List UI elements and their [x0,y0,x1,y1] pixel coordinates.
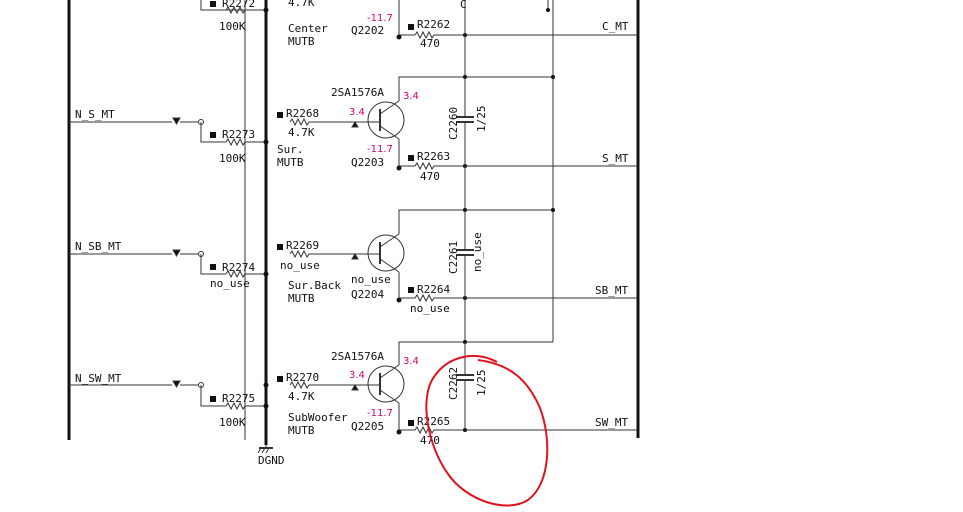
input-net-2: N_S_MT [75,108,115,121]
pulldown-val-3: no_use [210,277,250,290]
ground-label: DGND [258,454,285,467]
pulldown-resistor-3 [225,269,266,279]
cap-val-2: 1/25 [475,106,488,133]
base-ref-3: R2269 [286,239,319,252]
channel-subwoofer: N_SW_MT R2275 100K R2270 4.7K SubWoofer … [69,340,638,447]
collector-ref-2: R2263 [417,150,450,163]
mute-label-2a: Sur. [277,143,304,156]
base-resistor-2 [289,117,367,127]
collector-resistor-2 [399,161,638,171]
base-resistor-3 [289,249,367,259]
pulldown-ref-4: R2275 [222,392,255,405]
collector-resistor-4 [399,425,638,435]
base-val-3: no_use [280,259,320,272]
capacitor-3 [456,210,474,342]
cap-val-4: 1/25 [475,370,488,397]
mute-label-3a: Sur.Back [288,279,341,292]
output-net-3: SB_MT [595,284,628,297]
v-emitter-2: 3.4 [403,91,419,102]
collector-val-4: 470 [420,434,440,447]
transistor-type-2: 2SA1576A [331,86,384,99]
cap-ref-3: C2261 [447,241,460,274]
collector-val-3: no_use [410,302,450,315]
collector-resistor-3 [399,293,638,303]
transistor-2 [367,100,405,140]
output-net-4: SW_MT [595,416,628,429]
mute-label-4a: SubWoofer [288,411,348,424]
transistor-ref-2: Q2203 [351,156,384,169]
transistor-ref-1: Q2202 [351,24,384,37]
mute-label-1b: MUTB [288,35,315,48]
pulldown-ref-2: R2273 [222,128,255,141]
ground-symbol: DGND [257,445,285,467]
red-markup-circle [425,355,549,507]
mute-label-1a: Center [288,22,328,35]
base-val-1: 4.7K [288,0,315,9]
base-val-4: 4.7K [288,390,315,403]
base-resistor-4 [289,380,367,390]
capacitor-4 [456,342,474,430]
transistor-type-4: 2SA1576A [331,350,384,363]
pulldown-resistor-1-zigzag [225,5,246,15]
base-ref-4: R2270 [286,371,319,384]
collector-val-1: 470 [420,37,440,50]
cap-ref-1: C [460,0,467,11]
input-net-4: N_SW_MT [75,372,122,385]
output-net-1: C_MT [602,20,629,33]
channel-surround: N_S_MT R2273 100K R2268 4.7K Sur. MUTB 3… [69,75,638,210]
v-emitter-4: 3.4 [403,356,419,367]
cap-ref-2: C2260 [447,107,460,140]
mute-label-3b: MUTB [288,292,315,305]
base-val-2: 4.7K [288,126,315,139]
pulldown-resistor-4 [225,401,266,411]
channel-center: R2272 100K 4.7K Center MUTB -11.7 Q2202 … [200,0,638,77]
v-collector-2: -11.7 [367,144,393,155]
pulldown-val-1: 100K [219,20,246,33]
pulldown-val-2: 100K [219,152,246,165]
collector-ref-1: R2262 [417,18,450,31]
channel-surround-back: N_SB_MT R2274 no_use R2269 no_use no_use… [69,208,638,342]
pulldown-resistor-2 [225,137,266,147]
pulldown-val-4: 100K [219,416,246,429]
transistor-ref-3: Q2204 [351,288,384,301]
transistor-ref-4: Q2205 [351,420,384,433]
pulldown-ref-3: R2274 [222,261,255,274]
transistor-type-3: no_use [351,273,391,286]
transistor-4 [367,364,405,404]
cap-ref-4: C2262 [447,367,460,400]
pulldown-ref-1: R2272 [222,0,255,10]
base-ref-2: R2268 [286,107,319,120]
v-collector-4: -11.7 [367,408,393,419]
input-net-3: N_SB_MT [75,240,122,253]
capacitor-2 [456,77,474,210]
cap-val-3: no_use [471,232,484,272]
pulldown-resistor-1-wire [200,0,266,11]
mute-label-2b: MUTB [277,156,304,169]
collector-ref-3: R2264 [417,283,450,296]
collector-ref-4: R2265 [417,415,450,428]
v-base-2: 3.4 [349,107,365,118]
v-collector-1: -11.7 [367,13,393,24]
collector-resistor-1 [414,30,638,40]
mute-label-4b: MUTB [288,424,315,437]
collector-val-2: 470 [420,170,440,183]
v-base-4: 3.4 [349,370,365,381]
output-net-2: S_MT [602,152,629,165]
transistor-3 [367,233,405,273]
